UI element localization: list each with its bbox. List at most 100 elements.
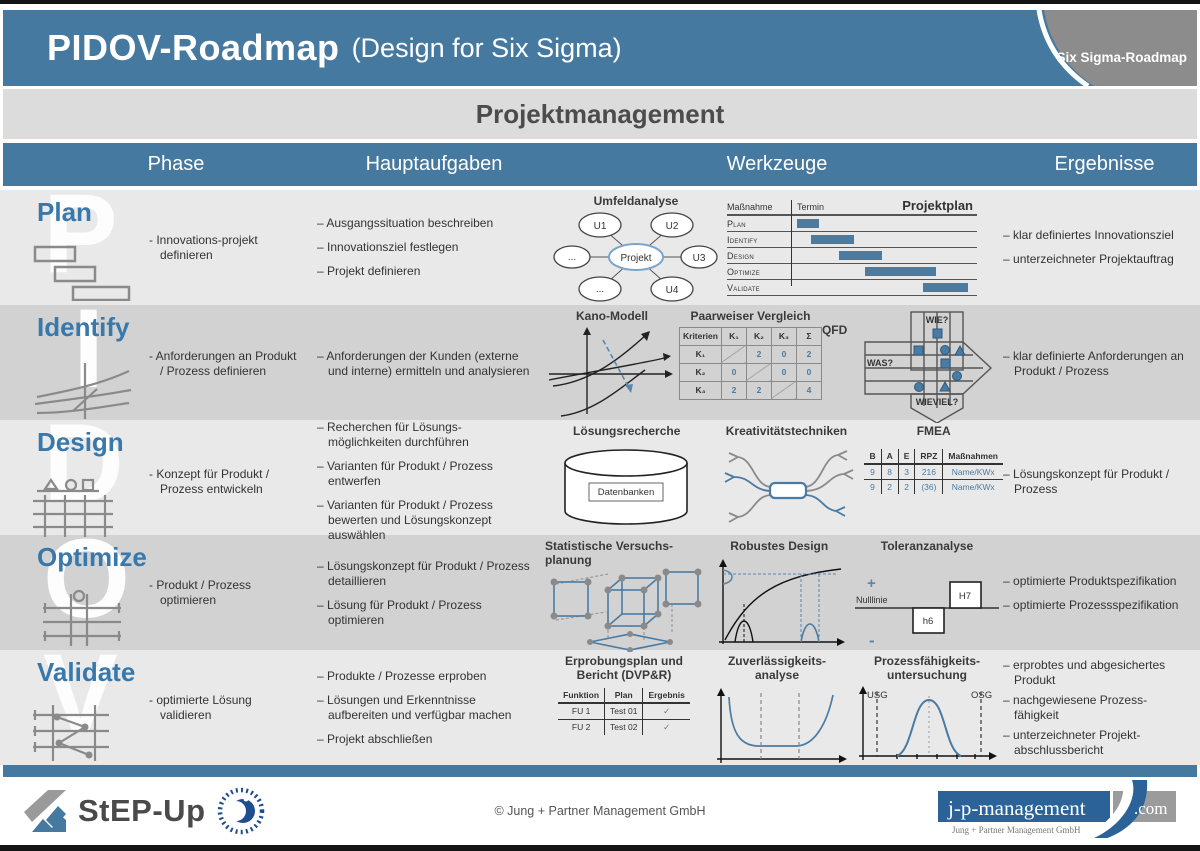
table-header: K₁ [720, 326, 747, 346]
tolerance-grid-icon [43, 589, 121, 646]
bathtub-curve-chart [717, 687, 847, 763]
cell-value: 0 [720, 362, 747, 382]
phase-goals-design: Konzept für Produkt / Prozess entwickeln [149, 420, 317, 543]
cell-value: 3 [897, 463, 915, 480]
table-row: K₂ 0 0 0 [679, 362, 822, 382]
tolerance-chart: + Nulllinie h6 H7 - [855, 575, 999, 648]
column-header-phase: Phase [147, 153, 205, 175]
cell-value: 2 [795, 344, 822, 364]
umfeld-node: U3 [693, 253, 706, 264]
tool-paarweiser-vergleich: Paarweiser Vergleich Kriterien K₁ K₂ K₃ … [679, 309, 822, 400]
tasks-identify: Anforderungen der Kunden (externe und in… [317, 305, 545, 423]
phase-name-optimize: Optimize [37, 542, 147, 572]
table-row: FU 2 Test 02 ✓ [558, 718, 690, 735]
tool-loesungsrecherche: Lösungsrecherche Datenbanken [545, 424, 708, 535]
cell-value: Test 02 [604, 718, 643, 735]
gantt-bar [865, 267, 937, 276]
corner-wedge-shape [1036, 9, 1197, 89]
row-validate: V Validate optimierte Lösung val [0, 638, 1200, 767]
gantt-row: Identify [727, 232, 977, 248]
table-header: Funktion [558, 687, 605, 704]
nulllinie-label: Nulllinie [856, 595, 888, 605]
result-item: optimierte Produktspezifikation [1003, 574, 1186, 589]
corner-badge: Six Sigma-Roadmap [1022, 9, 1197, 89]
qfd-wieviel-label: WIEVIEL? [916, 397, 959, 407]
results-optimize: optimierte Produktspezifikation optimier… [1003, 535, 1200, 652]
phase-name-plan: Plan [37, 197, 92, 227]
goal-item: Innovations-projekt definieren [149, 233, 303, 263]
column-header-hauptaufgaben: Hauptaufgaben [365, 153, 503, 175]
tools-identify: Kano-Modell [545, 305, 1003, 423]
tasks-plan: Ausgangssituation beschreiben Innovation… [317, 190, 545, 305]
phase-block-optimize: O Optimize [29, 523, 149, 652]
jpm-tld: .com [1134, 799, 1168, 818]
tool-title: Paarweiser Vergleich [690, 309, 811, 323]
row-identify: I Identify Anforderungen an Produkt / Pr… [0, 293, 1200, 423]
cell-value: 2 [745, 380, 772, 400]
tasks-design: Recherchen für Lösungs-möglichkeiten dur… [317, 420, 545, 543]
tool-erprobungsplan: Erprobungsplan und Bericht (DVP&R) Funkt… [545, 654, 703, 735]
minus-label: - [869, 631, 875, 648]
cell-value: 9 [870, 466, 875, 477]
umfeld-node: ... [568, 252, 576, 263]
tool-title: Prozessfähigkeits-untersuchung [873, 654, 981, 682]
cell-value: FU 1 [571, 706, 591, 717]
tool-title: Robustes Design [730, 539, 829, 553]
robust-design-chart [719, 558, 846, 646]
tool-qfd: QFD WIE? WAS? WIEVIEL? [822, 310, 1003, 423]
phase-block-identify: I Identify [29, 293, 149, 423]
diagonal-cell [770, 380, 797, 400]
cell-value: 2 [745, 344, 772, 364]
tools-plan: Umfeldanalyse [545, 190, 1003, 305]
result-item: klar definiertes Innovationsziel [1003, 228, 1186, 243]
cell-value: Test 01 [604, 702, 643, 720]
gantt-bar [811, 235, 855, 244]
section-title: Projektmanagement [475, 98, 725, 129]
gantt-bars-icon [33, 245, 131, 301]
kano-curves-icon [34, 363, 132, 419]
qfd-wie-label: WIE? [926, 315, 949, 325]
cell-value: 2 [720, 380, 747, 400]
task-item: Lösungskonzept für Produkt / Prozess det… [317, 559, 531, 589]
table-header: Σ [795, 326, 822, 346]
table-row: 9 8 3 216 Name/KWx [864, 463, 1003, 480]
row-label: K₂ [679, 362, 722, 382]
step-up-logo: StEP-Up [22, 786, 266, 836]
mindmap-icon [725, 449, 854, 523]
table-header: Maßnahmen [942, 448, 1003, 465]
result-item: erprobtes und abgesichertes Produkt [1003, 658, 1186, 688]
phase-goals-identify: Anforderungen an Produkt / Prozess defin… [149, 305, 317, 423]
table-header: E [897, 448, 915, 465]
row-label: K₁ [679, 344, 722, 364]
section-band: Projektmanagement [3, 89, 1197, 139]
table-header: B [864, 448, 882, 465]
task-item: Varianten für Produkt / Prozess bewerten… [317, 498, 531, 543]
table-row: FU 1 Test 01 ✓ [558, 702, 690, 720]
tasks-validate: Produkte / Prozesse erproben Lösungen un… [317, 650, 545, 767]
cell-value: Name/KWx [942, 463, 1003, 480]
umfeld-center: Projekt [620, 253, 651, 264]
task-item: Projekt abschließen [317, 732, 531, 747]
umfeldanalyse-diagram: U1 U2 ... U3 ... U4 Projekt [553, 212, 718, 302]
task-item: Varianten für Produkt / Prozess entwerfe… [317, 459, 531, 489]
tool-title: Statistische Versuchs-planung [545, 539, 674, 567]
fmea-table: B A E RPZ Maßnahmen 9 8 3 216 [864, 448, 1003, 494]
tool-robustes-design: Robustes Design [707, 539, 851, 648]
tool-title: FMEA [916, 424, 951, 438]
tool-toleranzanalyse: Toleranzanalyse + Nulllinie h6 H7 - [851, 539, 1003, 648]
corner-badge-label: Six Sigma-Roadmap [1056, 50, 1187, 65]
dvpr-table: Funktion Plan Ergebnis FU 1 Test 01 ✓ [558, 687, 690, 735]
footer: © Jung + Partner Management GmbH StEP-Up [0, 777, 1200, 845]
gantt-row: Validate [727, 280, 977, 296]
cell-value: 9 [864, 478, 882, 494]
row-optimize: O Optimize Produkt / Prozess optimieren [0, 523, 1200, 652]
phase-block-plan: P Plan [29, 178, 149, 305]
phase-name-validate: Validate [37, 657, 136, 687]
tool-fmea: FMEA B A E RPZ Maßnahmen 9 8 [864, 424, 1003, 494]
tool-title: Toleranzanalyse [880, 539, 974, 553]
tools-optimize: Statistische Versuchs-planung [545, 535, 1003, 652]
diagonal-cell [720, 344, 747, 364]
check-icon: ✓ [642, 702, 690, 720]
tool-umfeldanalyse: Umfeldanalyse [545, 194, 727, 303]
